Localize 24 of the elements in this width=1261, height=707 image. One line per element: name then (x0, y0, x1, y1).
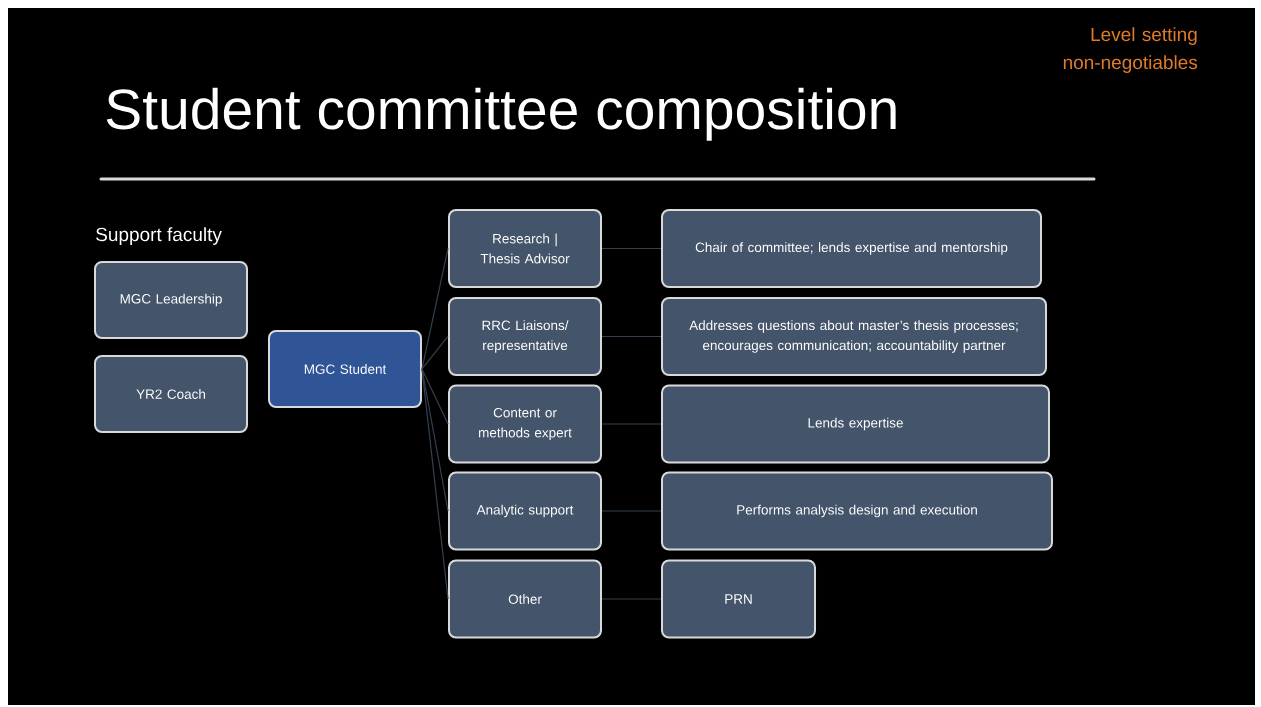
description-box: Performs analysis design and execution (661, 471, 1053, 551)
role-box: RRC Liaisons/ representative (448, 297, 602, 376)
role-box: Content or methods expert (448, 384, 602, 464)
role-box: Analytic support (448, 471, 602, 551)
connector-line (601, 335, 662, 338)
connector-line (421, 247, 449, 370)
connector-line (601, 598, 662, 600)
slide-title: Student committee composition (106, 87, 896, 141)
description-box: Lends expertise (661, 384, 1050, 464)
faculty-box: YR2 Coach (94, 355, 248, 433)
connector-line (421, 368, 449, 425)
description-box: Addresses questions about master’s thesis processes; encourages communication; accountability partner (661, 297, 1047, 376)
connector-line (601, 247, 662, 250)
student-box: MGC Student (268, 330, 422, 408)
role-box: Other (448, 559, 602, 639)
description-box: PRN (661, 559, 816, 639)
connector-line (601, 510, 662, 512)
connector-line (421, 368, 449, 600)
faculty-box: MGC Leadership (94, 261, 248, 339)
connector-line (601, 423, 662, 425)
role-box: Research | Thesis Advisor (448, 209, 602, 288)
connector-line (421, 335, 449, 370)
corner-note: Level setting non-negotiables (1063, 27, 1198, 73)
description-box: Chair of committee; lends expertise and mentorship (661, 209, 1042, 288)
